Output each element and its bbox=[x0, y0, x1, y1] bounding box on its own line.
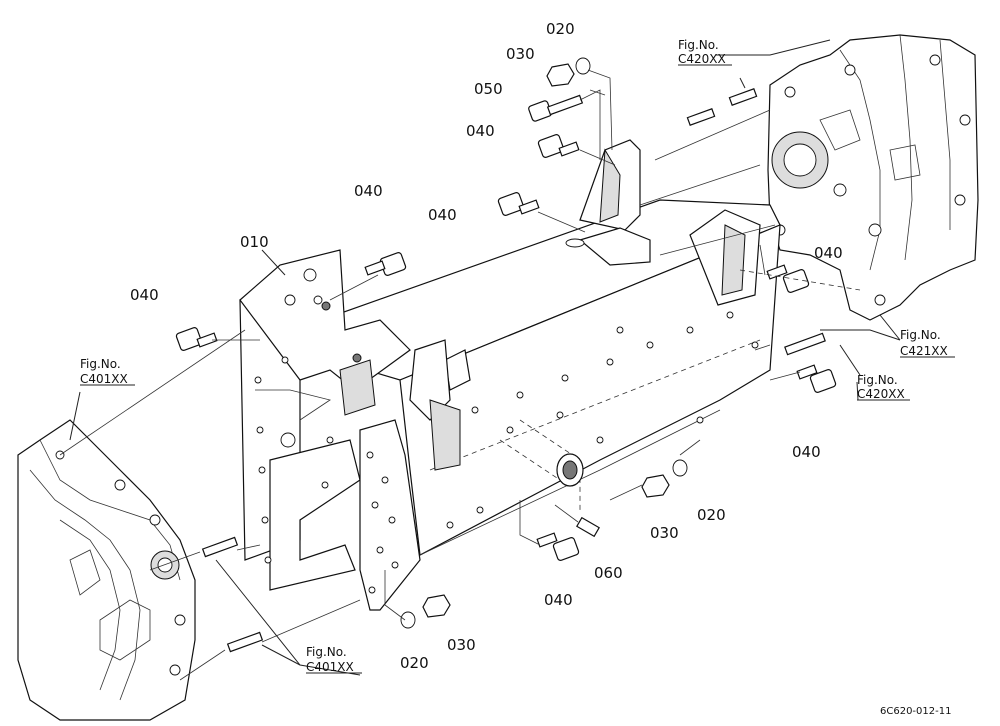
ref-c401-left: C401XX bbox=[80, 372, 128, 386]
fig-no-c401-left: Fig.No. bbox=[80, 357, 121, 371]
label-030-bottom: 030 bbox=[447, 636, 476, 654]
label-040-e: 040 bbox=[814, 244, 843, 262]
label-020-top: 020 bbox=[546, 20, 575, 38]
label-040-a: 040 bbox=[466, 122, 495, 140]
label-030-right: 030 bbox=[650, 524, 679, 542]
label-050: 050 bbox=[474, 80, 503, 98]
label-leaders bbox=[69, 39, 955, 676]
ref-c401-bottom: C401XX bbox=[306, 660, 354, 674]
drawing-code: 6C620-012-11 bbox=[880, 706, 951, 717]
fig-no-c420-right: Fig.No. bbox=[857, 373, 898, 387]
front-bracket bbox=[239, 249, 471, 611]
right-housing bbox=[767, 34, 979, 321]
part-labels: 010 020 030 050 040 040 040 040 040 040 … bbox=[130, 20, 843, 672]
label-040-f: 040 bbox=[792, 443, 821, 461]
figure-references: Fig.No. C420XX Fig.No. C421XX Fig.No. C4… bbox=[80, 38, 948, 674]
ref-c421: C421XX bbox=[900, 344, 948, 358]
label-030-top: 030 bbox=[506, 45, 535, 63]
label-040-d: 040 bbox=[130, 286, 159, 304]
ref-c420-right: C420XX bbox=[857, 387, 905, 401]
fig-no-c420-top: Fig.No. bbox=[678, 38, 719, 52]
left-housing bbox=[17, 419, 196, 721]
label-040-b: 040 bbox=[428, 206, 457, 224]
label-060: 060 bbox=[594, 564, 623, 582]
ref-c420-top: C420XX bbox=[678, 52, 726, 66]
label-040-g: 040 bbox=[544, 591, 573, 609]
fig-no-c421: Fig.No. bbox=[900, 328, 941, 342]
assembly-lines bbox=[59, 69, 861, 681]
label-010: 010 bbox=[240, 233, 269, 251]
label-020-bottom: 020 bbox=[400, 654, 429, 672]
fig-no-c401-bottom: Fig.No. bbox=[306, 645, 347, 659]
fasteners bbox=[175, 57, 837, 653]
label-040-c: 040 bbox=[354, 182, 383, 200]
label-020-right: 020 bbox=[697, 506, 726, 524]
